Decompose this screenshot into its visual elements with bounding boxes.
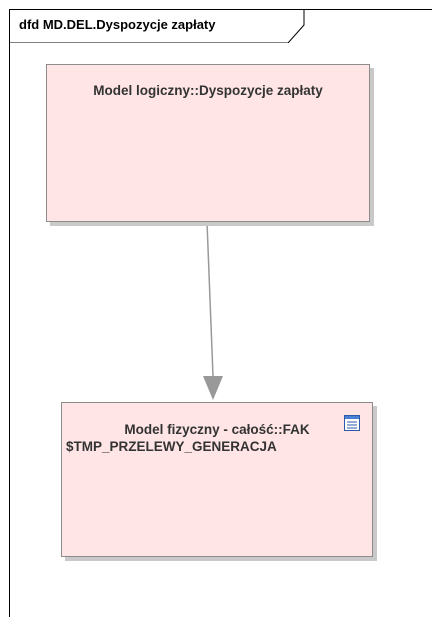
connector-arrowhead <box>203 376 223 400</box>
physical-node-label-line2: $TMP_PRZELEWY_GENERACJA <box>66 439 277 454</box>
diagram-title: dfd MD.DEL.Dyspozycje zapłaty <box>19 17 216 32</box>
logical-model-node[interactable]: Model logiczny::Dyspozycje zapłaty <box>46 64 370 222</box>
frame-tab-outline <box>9 9 305 43</box>
physical-model-node[interactable]: Model fizyczny - całość::FAK $TMP_PRZELE… <box>61 402 373 557</box>
frame-top-border <box>9 9 432 10</box>
physical-node-label-line1: Model fizyczny - całość::FAK <box>124 422 310 437</box>
connector-line <box>206 221 214 377</box>
logical-node-label: Model logiczny::Dyspozycje zapłaty <box>93 83 323 98</box>
diagram-frame-tab: dfd MD.DEL.Dyspozycje zapłaty <box>9 9 305 43</box>
table-icon <box>344 415 360 431</box>
frame-left-border <box>9 9 10 617</box>
